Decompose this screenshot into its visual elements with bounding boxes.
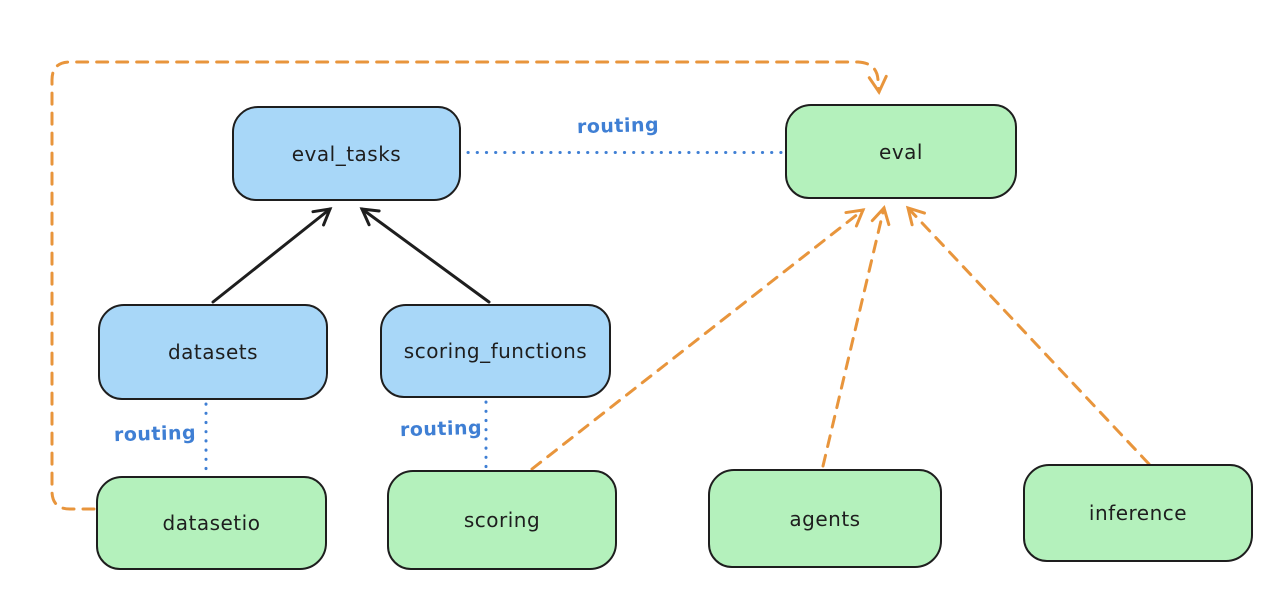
- node-eval: eval: [785, 104, 1017, 199]
- node-inference: inference: [1023, 464, 1253, 562]
- node-scoring-functions: scoring_functions: [380, 304, 611, 398]
- node-datasets-label: datasets: [167, 340, 259, 364]
- node-inference-label: inference: [1088, 501, 1188, 525]
- node-scoring: scoring: [387, 470, 617, 570]
- node-eval-tasks: eval_tasks: [232, 106, 461, 201]
- arrow-scoring-functions-to-eval-tasks: [359, 207, 491, 304]
- node-agents-label: agents: [789, 506, 861, 531]
- node-eval-label: eval: [879, 139, 923, 164]
- node-agents: agents: [708, 469, 942, 568]
- edge-label-routing-datasets-datasetio: routing: [113, 421, 197, 447]
- edge-label-routing-eval-tasks-eval: routing: [576, 113, 660, 139]
- node-scoring-functions-label: scoring_functions: [403, 339, 588, 363]
- node-eval-tasks-label: eval_tasks: [291, 141, 402, 166]
- node-datasetio: datasetio: [96, 476, 327, 570]
- node-datasets: datasets: [98, 304, 328, 400]
- dashed-arrow-inference-to-eval: [905, 205, 1151, 466]
- arrow-datasets-to-eval-tasks: [211, 207, 333, 304]
- edge-label-routing-scoring-functions-scoring: routing: [399, 416, 483, 442]
- node-scoring-label: scoring: [463, 508, 541, 532]
- node-datasetio-label: datasetio: [162, 511, 261, 535]
- dashed-arrow-agents-to-eval: [821, 205, 891, 468]
